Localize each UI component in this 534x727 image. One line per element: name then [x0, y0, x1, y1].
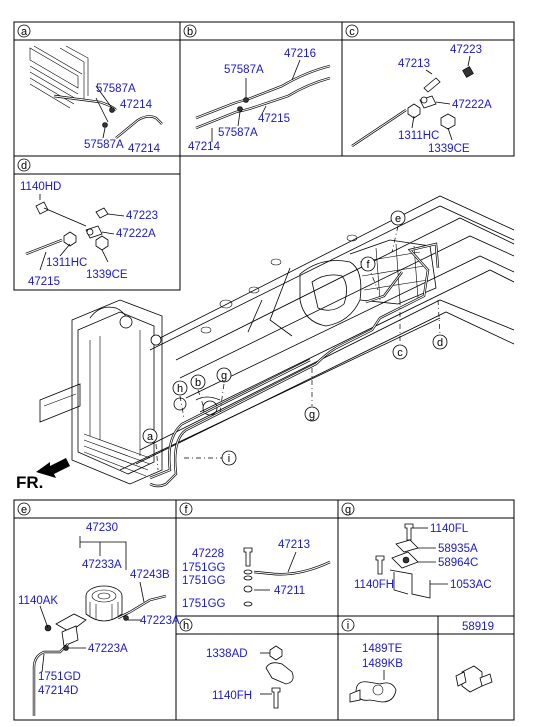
part-1751GG: 1751GG [182, 575, 226, 587]
section-h-badge: h [179, 618, 193, 632]
svg-text:b: b [195, 377, 201, 389]
part-47216: 47216 [284, 48, 316, 60]
part-47223: 47223 [450, 44, 482, 56]
svg-text:h: h [183, 620, 189, 632]
part-47211: 47211 [274, 585, 305, 597]
part-47223A: 47223A [88, 643, 128, 655]
part-1751GG: 1751GG [182, 598, 226, 610]
section-f-drawing [243, 547, 331, 607]
main-callout-c: c [392, 344, 408, 360]
section-58919-drawing [455, 665, 493, 693]
chassis-illustration [39, 195, 515, 488]
section-b-drawing [195, 59, 331, 142]
main-callout-a: a [142, 428, 158, 444]
main-callout-b: b [190, 374, 206, 390]
part-47213: 47213 [398, 58, 430, 70]
svg-text:g: g [309, 409, 315, 421]
part-58935A: 58935A [438, 543, 478, 555]
part-1140FH: 1140FH [354, 579, 394, 591]
part-47214D: 47214D [38, 685, 78, 697]
part-47213: 47213 [278, 539, 310, 551]
part-1140FH: 1140FH [212, 690, 252, 702]
part-57587A: 57587A [96, 83, 136, 95]
svg-text:i: i [228, 453, 230, 465]
part-1339CE: 1339CE [428, 143, 470, 155]
svg-text:a: a [21, 26, 28, 38]
part-47215: 47215 [28, 276, 60, 288]
section-i-badge: i [341, 618, 355, 632]
part-47215: 47215 [258, 113, 290, 125]
section-e-drawing [32, 536, 167, 716]
part-47214: 47214 [188, 141, 221, 153]
part-47243B: 47243B [130, 569, 170, 581]
main-callout-h: h [172, 380, 188, 396]
svg-text:f: f [366, 259, 370, 271]
part-1311HC: 1311HC [46, 257, 87, 269]
section-g-drawing [375, 523, 448, 599]
part-1053AC: 1053AC [450, 579, 492, 591]
main-callout-e: e [390, 210, 406, 226]
svg-text:d: d [21, 160, 27, 172]
svg-text:c: c [349, 26, 355, 38]
svg-text:i: i [347, 620, 349, 632]
part-57587A: 57587A [84, 139, 124, 151]
section-f-badge: f [179, 502, 193, 516]
svg-text:h: h [177, 383, 183, 395]
main-callout-g-upper: g [216, 367, 232, 383]
part-47214: 47214 [120, 99, 153, 111]
svg-text:b: b [187, 26, 193, 38]
top-frames [13, 21, 515, 291]
part-47222A: 47222A [116, 228, 156, 240]
part-47233A: 47233A [82, 559, 122, 571]
main-callout-d: d [432, 334, 448, 350]
part-1140FL: 1140FL [430, 523, 469, 535]
section-e-badge: e [17, 502, 31, 516]
part-1751GG: 1751GG [182, 562, 226, 574]
part-1751GD: 1751GD [38, 671, 81, 683]
section-g-badge: g [341, 502, 355, 516]
part-58919: 58919 [462, 621, 494, 633]
section-b-badge: b [183, 24, 197, 38]
part-47223A: 47223A [140, 615, 180, 627]
section-c-drawing [351, 55, 474, 147]
part-1140AK: 1140AK [18, 595, 58, 607]
part-47228: 47228 [192, 548, 224, 560]
part-57587A: 57587A [224, 64, 264, 76]
part-1311HC: 1311HC [398, 130, 439, 142]
part-47222A: 47222A [452, 99, 492, 111]
svg-text:e: e [21, 504, 27, 516]
svg-text:a: a [147, 431, 154, 443]
section-h-drawing [260, 645, 294, 709]
svg-text:c: c [397, 347, 403, 359]
part-58964C: 58964C [438, 557, 478, 569]
section-a-badge: a [17, 24, 31, 38]
part-1338AD: 1338AD [206, 648, 248, 660]
svg-text:f: f [184, 504, 188, 516]
part-57587A: 57587A [218, 127, 258, 139]
part-47230: 47230 [86, 522, 118, 534]
bottom-frames [13, 499, 515, 721]
front-direction-arrow: FR. [16, 458, 70, 492]
section-d-drawing [25, 194, 125, 271]
main-callout-g-lower: g [304, 406, 320, 422]
part-47223: 47223 [126, 210, 158, 222]
part-1489KB: 1489KB [362, 658, 403, 670]
section-i-drawing [349, 670, 397, 703]
part-1339CE: 1339CE [86, 269, 128, 281]
svg-text:d: d [437, 337, 443, 349]
svg-text:FR.: FR. [16, 473, 43, 492]
part-1140HD: 1140HD [20, 181, 61, 193]
svg-text:g: g [221, 370, 227, 382]
svg-text:e: e [395, 213, 401, 225]
part-47214: 47214 [128, 143, 161, 155]
part-1489TE: 1489TE [362, 643, 403, 655]
section-d-badge: d [17, 158, 31, 172]
section-a-drawing [29, 45, 163, 139]
main-callout-i: i [221, 450, 237, 466]
svg-text:g: g [345, 504, 351, 516]
section-c-badge: c [345, 24, 359, 38]
main-callout-f: f [360, 256, 376, 272]
